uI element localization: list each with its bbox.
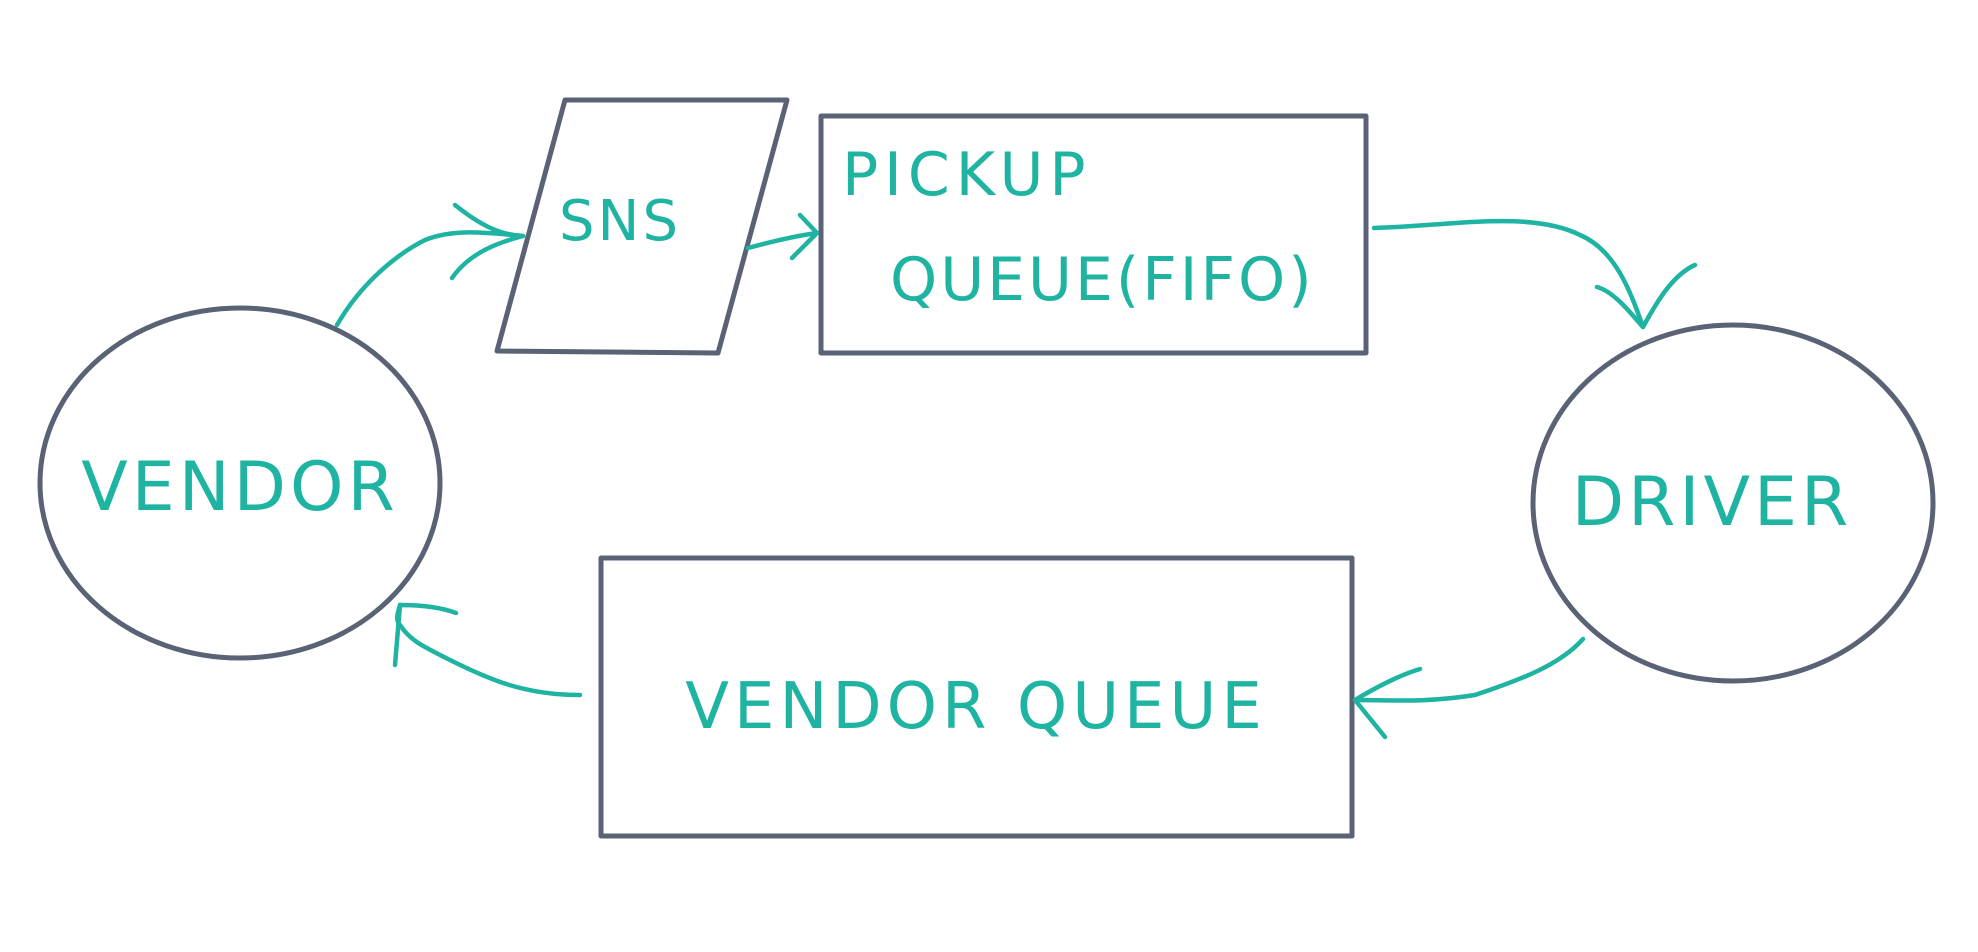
edge-vendor-queue-to-vendor (392, 602, 583, 698)
vendor-queue-label: VENDOR QUEUE (685, 670, 1267, 744)
edge-vendor-to-sns (334, 202, 526, 328)
edge-driver-to-vendor-queue (1352, 636, 1586, 740)
arrow-line (334, 230, 526, 328)
sns-label: SNS (559, 189, 681, 254)
arrowhead (1352, 666, 1423, 740)
arrow-line (1352, 636, 1586, 703)
arrowhead (449, 202, 526, 281)
pickup-queue-node: PICKUP QUEUE(FIFO) (818, 113, 1369, 356)
vendor-queue-node: VENDOR QUEUE (598, 555, 1355, 839)
arrowhead (789, 212, 820, 261)
sns-node: SNS (494, 97, 790, 356)
arrow-line (745, 230, 820, 251)
edge-pickup-to-driver (1371, 218, 1698, 330)
vendor-label: VENDOR (81, 448, 398, 527)
arrow-line (395, 602, 583, 698)
vendor-node: VENDOR (37, 305, 443, 661)
arrowhead (392, 602, 459, 668)
edge-sns-to-pickup (745, 212, 820, 261)
arrowhead (1594, 262, 1698, 330)
pickup-queue-rect (818, 113, 1369, 356)
driver-ellipse (1530, 322, 1936, 684)
vendor-ellipse (37, 305, 443, 661)
pickup-queue-label-line1: PICKUP (842, 140, 1092, 210)
sns-parallelogram (494, 97, 790, 356)
arrow-line (1371, 218, 1646, 330)
vendor-queue-rect (598, 555, 1355, 839)
pickup-queue-label-line2: QUEUE(FIFO) (890, 245, 1315, 315)
driver-node: DRIVER (1530, 322, 1936, 684)
driver-label: DRIVER (1572, 463, 1852, 542)
